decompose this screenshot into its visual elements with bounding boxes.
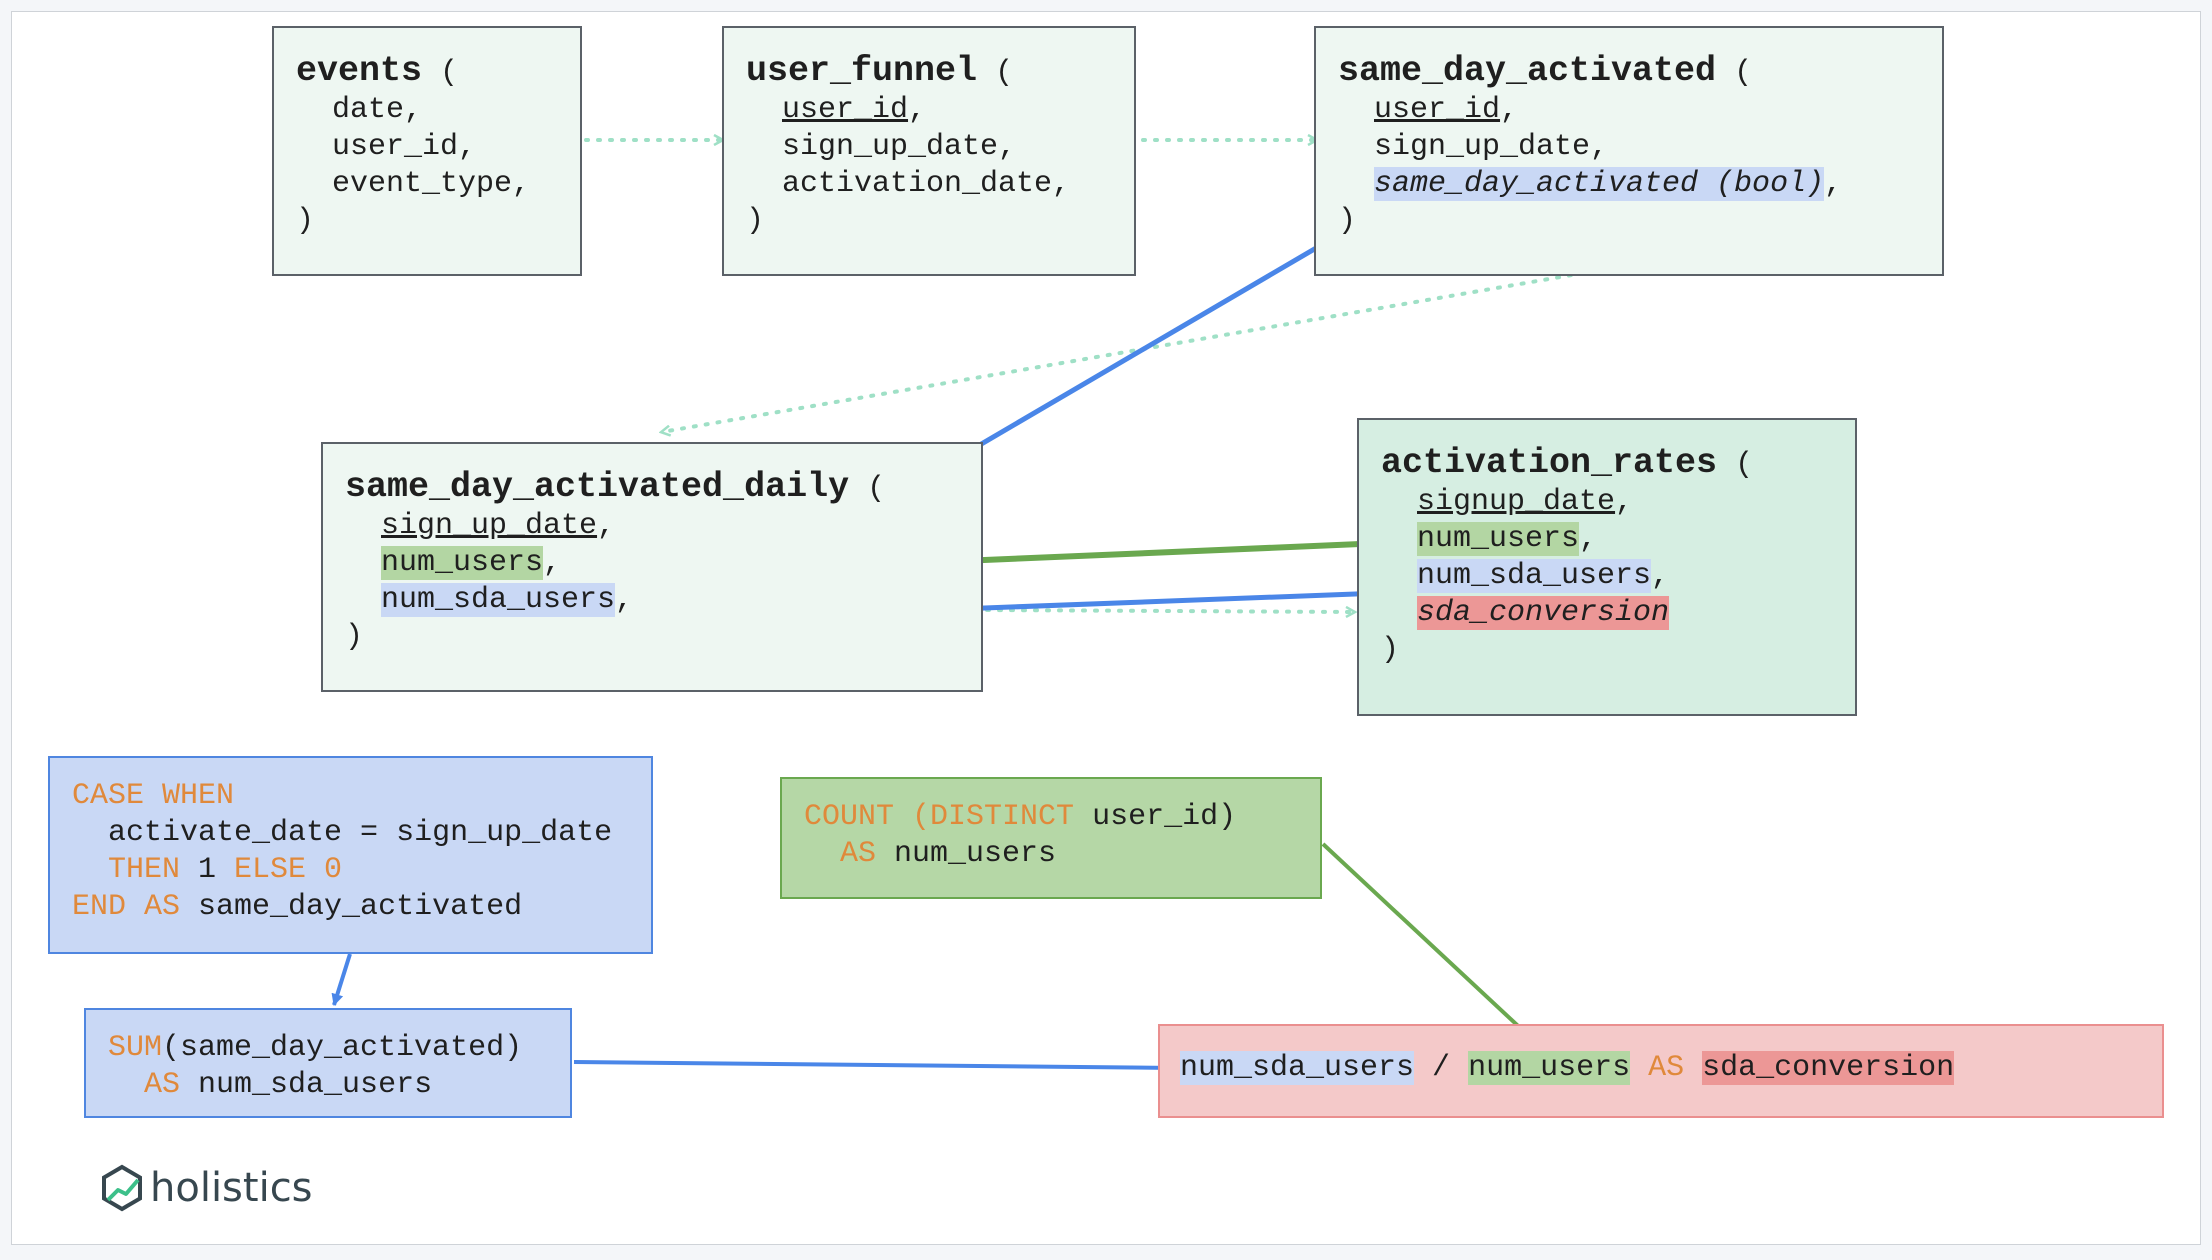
close-paren: ) [1381, 633, 1400, 667]
measure-sda-conversion: sda_conversion [1417, 596, 1670, 630]
measure-num-sda-users: num_sda_users [1417, 559, 1652, 593]
open-paren: ( [1735, 448, 1754, 482]
close-paren: ) [296, 204, 315, 238]
close-paren: ) [746, 204, 765, 238]
flow-daily-to-activation-rates [985, 610, 1354, 612]
arrow-case-when-to-sum [331, 953, 352, 1006]
column-sda-conversion: sda_conversion [1381, 595, 1855, 632]
table-same-day-activated-daily-name: same_day_activated_daily [345, 467, 850, 507]
measure-num-users: num_users [381, 546, 544, 580]
code-sum: SUM(same_day_activated) AS num_sda_users [84, 1008, 572, 1118]
close-paren: ) [1338, 204, 1357, 238]
open-paren: ( [440, 56, 459, 90]
divide-operator: / [1414, 1051, 1469, 1085]
alias-num-users: num_users [876, 837, 1057, 871]
primary-key-user-id: user_id [1374, 93, 1501, 127]
column-activation-date: activation_date, [782, 167, 1071, 201]
measure-num-users: num_users [1417, 522, 1580, 556]
table-user-funnel: user_funnel ( user_id,sign_up_date,activ… [722, 26, 1136, 276]
formula-num-users: num_users [1468, 1051, 1631, 1085]
keyword-count: COUNT [804, 800, 895, 834]
count-argument: user_id) [1074, 800, 1237, 834]
close-paren: ) [345, 620, 364, 654]
code-conversion-formula: num_sda_users / num_users AS sda_convers… [1158, 1024, 2164, 1118]
diagram-canvas: events ( date,user_id,event_type,) user_… [11, 11, 2201, 1245]
column-event-type: event_type, [332, 167, 531, 201]
code-count-distinct: COUNT (DISTINCT user_id) AS num_users [780, 777, 1322, 899]
keyword-as: AS [840, 837, 877, 871]
alias-num-sda-users: num_sda_users [180, 1068, 433, 1102]
keyword-distinct: DISTINCT [930, 800, 1075, 834]
derived-column-same-day-activated: same_day_activated (bool) [1374, 167, 1825, 201]
keyword-then: THEN [108, 853, 181, 887]
open-paren: ( [1734, 56, 1753, 90]
separator: , [615, 583, 634, 617]
column-num-sda-users: num_sda_users, [1381, 558, 1855, 595]
value-one: 1 [180, 853, 235, 887]
primary-key-user-id: user_id [782, 93, 909, 127]
table-same-day-activated-name: same_day_activated [1338, 51, 1717, 91]
sum-argument: (same_day_activated) [162, 1031, 523, 1065]
table-activation-rates: activation_rates ( signup_date,num_users… [1357, 418, 1857, 716]
column-sign-up-date: sign_up_date, [345, 508, 981, 545]
keyword-sum: SUM [108, 1031, 163, 1065]
case-condition: activate_date = sign_up_date [108, 816, 613, 850]
column-same-day-activated: same_day_activated (bool), [1338, 166, 1942, 203]
keyword-else: ELSE 0 [234, 853, 343, 887]
alias-same-day-activated: same_day_activated [180, 890, 523, 924]
column-date: date, [332, 93, 423, 127]
column-sign-up-date: sign_up_date, [782, 130, 1017, 164]
separator: , [1824, 167, 1843, 201]
column-num-users: num_users, [1381, 521, 1855, 558]
column-user-id: user_id, [1338, 92, 1942, 129]
separator: , [597, 509, 616, 543]
formula-num-sda-users: num_sda_users [1180, 1051, 1415, 1085]
code-case-when: CASE WHEN activate_date = sign_up_date T… [48, 756, 653, 954]
column-num-users: num_users, [345, 545, 981, 582]
separator: , [1500, 93, 1519, 127]
table-events: events ( date,user_id,event_type,) [272, 26, 582, 276]
table-same-day-activated-daily: same_day_activated_daily ( sign_up_date,… [321, 442, 983, 692]
column-signup-date: signup_date, [1381, 484, 1855, 521]
primary-key-sign-up-date: sign_up_date [381, 509, 598, 543]
table-same-day-activated: same_day_activated ( user_id,sign_up_dat… [1314, 26, 1944, 276]
separator: , [908, 93, 927, 127]
primary-key-signup-date: signup_date [1417, 485, 1616, 519]
keyword-as: AS [144, 1068, 181, 1102]
formula-sda-conversion: sda_conversion [1702, 1051, 1955, 1085]
table-events-name: events [296, 51, 423, 91]
open-paren: ( [995, 56, 1014, 90]
table-user-funnel-name: user_funnel [746, 51, 978, 91]
open-paren: ( [867, 472, 886, 506]
separator: , [1615, 485, 1634, 519]
table-activation-rates-name: activation_rates [1381, 443, 1718, 483]
keyword-case-when: CASE WHEN [72, 779, 235, 813]
separator: , [1579, 522, 1598, 556]
keyword-end-as: END AS [72, 890, 181, 924]
open-paren: ( [894, 800, 931, 834]
hexagon-logo-icon [102, 1164, 142, 1212]
arrow-count-to-conversion [1321, 842, 1548, 1054]
holistics-logo: holistics [98, 1164, 313, 1212]
column-user-id: user_id, [746, 92, 1134, 129]
measure-num-sda-users: num_sda_users [381, 583, 616, 617]
arrow-sum-to-conversion [573, 1060, 1179, 1074]
separator: , [543, 546, 562, 580]
column-sign-up-date: sign_up_date, [1374, 130, 1609, 164]
column-user-id: user_id, [332, 130, 477, 164]
brand-name: holistics [150, 1165, 313, 1211]
keyword-as: AS [1630, 1051, 1703, 1085]
separator: , [1651, 559, 1670, 593]
column-num-sda-users: num_sda_users, [345, 582, 981, 619]
